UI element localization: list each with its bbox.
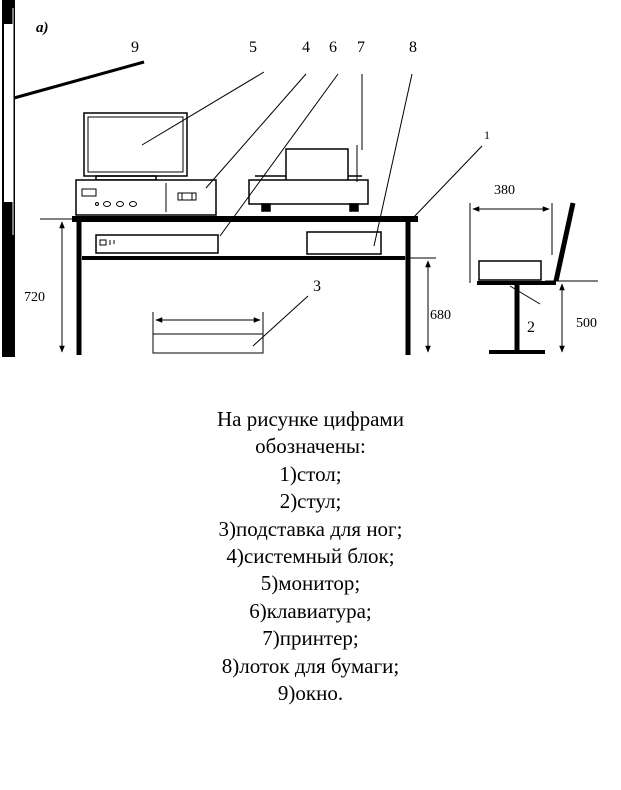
callout-7: 7 [357, 39, 365, 56]
caption-line: 9)окно. [277, 681, 344, 706]
dim-680-label: 680 [430, 308, 451, 323]
dimension-720 [40, 218, 79, 353]
wall [2, 0, 15, 357]
workplace-diagram: а) 9 5 4 6 7 8 1 3 2 [2, 0, 598, 357]
panel-label: а) [36, 20, 49, 36]
callout-1: 1 [484, 128, 490, 142]
printer [248, 145, 369, 212]
callout-4: 4 [302, 39, 310, 56]
callout-8: 8 [409, 39, 417, 56]
caption-line: 7)принтер; [262, 626, 359, 651]
callout-6: 6 [329, 39, 337, 56]
callout-5: 5 [249, 39, 257, 56]
caption-line: 2)стул; [279, 489, 342, 514]
dim-720-label: 720 [24, 290, 45, 305]
callout-3: 3 [313, 278, 321, 295]
caption-line: обозначены: [255, 434, 366, 459]
keyboard [95, 234, 219, 254]
dim-500-label: 500 [576, 316, 597, 331]
paper-tray [306, 231, 382, 255]
caption-line: 1)стол; [279, 461, 342, 486]
caption-line: На рисунке цифрами [217, 407, 404, 431]
caption-line: 3)подставка для ног; [218, 516, 403, 541]
system-unit [75, 179, 217, 216]
leader-lines [141, 71, 541, 347]
legend-caption: На рисунке цифрами обозначены: 1)стол; 2… [0, 406, 621, 707]
caption-line: 4)системный блок; [226, 544, 395, 569]
callout-2: 2 [527, 319, 535, 336]
dimension-680 [405, 257, 436, 353]
caption-line: 5)монитор; [260, 571, 361, 596]
footrest [152, 312, 264, 354]
dim-380-label: 380 [494, 183, 515, 198]
callout-9: 9 [131, 39, 139, 56]
monitor [83, 112, 188, 181]
caption-line: 6)клавиатура; [249, 598, 372, 623]
window-line [13, 60, 145, 100]
chair [469, 202, 598, 354]
caption-line: 8)лоток для бумаги; [221, 653, 400, 678]
